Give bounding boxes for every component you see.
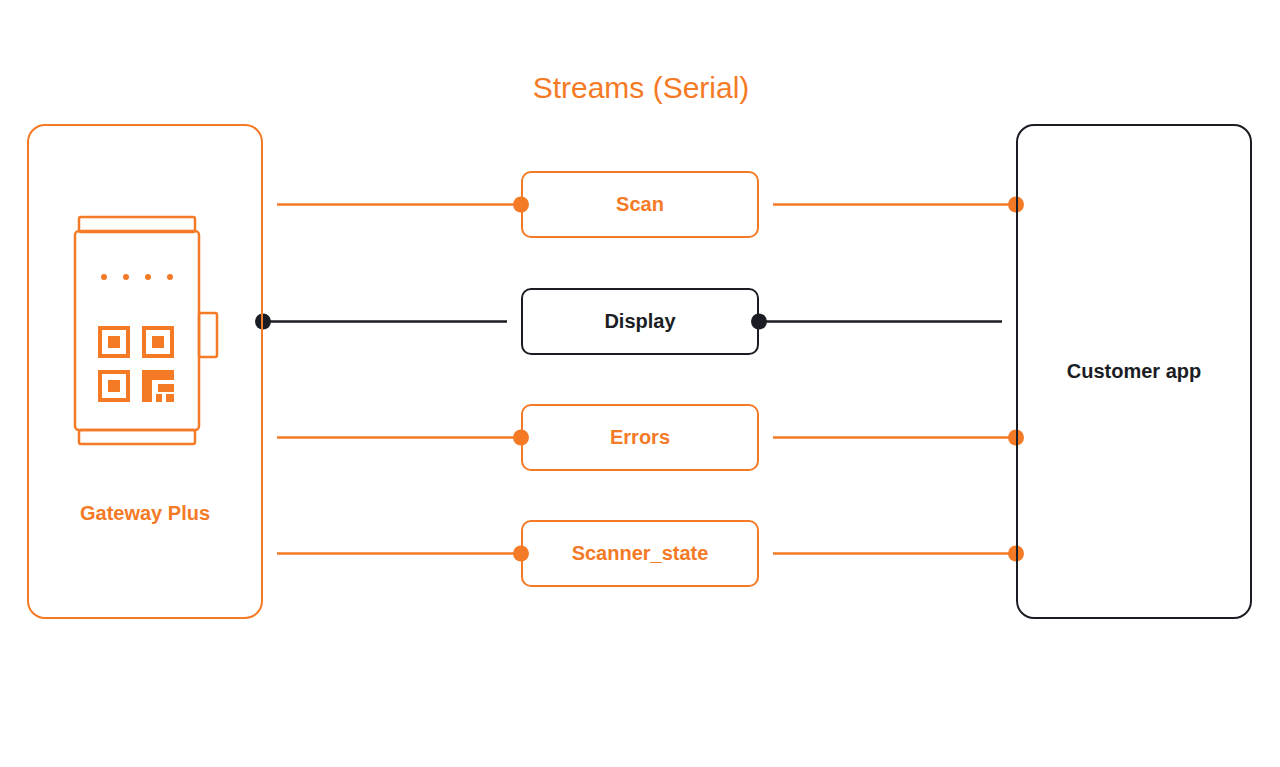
stream-connector bbox=[277, 430, 529, 446]
stream-box: Scan bbox=[521, 171, 759, 238]
connector-line bbox=[277, 203, 521, 206]
node-label: Errors bbox=[610, 426, 670, 449]
node-label: Customer app bbox=[1067, 360, 1201, 383]
stream-box: Scanner_state bbox=[521, 520, 759, 587]
connector-line bbox=[773, 436, 1016, 439]
app-box: Customer app bbox=[1016, 124, 1252, 619]
connector-line bbox=[277, 436, 521, 439]
node-label: Gateway Plus bbox=[80, 502, 210, 525]
stream-connector bbox=[773, 430, 1024, 446]
connector-line bbox=[277, 552, 521, 555]
connector-line bbox=[759, 320, 1002, 323]
connector-line bbox=[773, 552, 1016, 555]
diagram-title: Streams (Serial) bbox=[533, 71, 750, 105]
node-label: Scan bbox=[616, 193, 664, 216]
connector-line bbox=[263, 320, 507, 323]
stream-connector bbox=[255, 314, 507, 330]
stream-connector bbox=[277, 546, 529, 562]
stream-connector bbox=[751, 314, 1002, 330]
stream-box: Display bbox=[521, 288, 759, 355]
connector-dot bbox=[751, 314, 767, 330]
stream-connector bbox=[277, 197, 529, 213]
stream-box: Errors bbox=[521, 404, 759, 471]
connector-dot bbox=[255, 314, 271, 330]
node-label: Scanner_state bbox=[572, 542, 709, 565]
stream-connector bbox=[773, 197, 1024, 213]
stream-connector bbox=[773, 546, 1024, 562]
connector-line bbox=[773, 203, 1016, 206]
node-label: Display bbox=[604, 310, 675, 333]
device-box: Gateway Plus bbox=[27, 124, 263, 619]
